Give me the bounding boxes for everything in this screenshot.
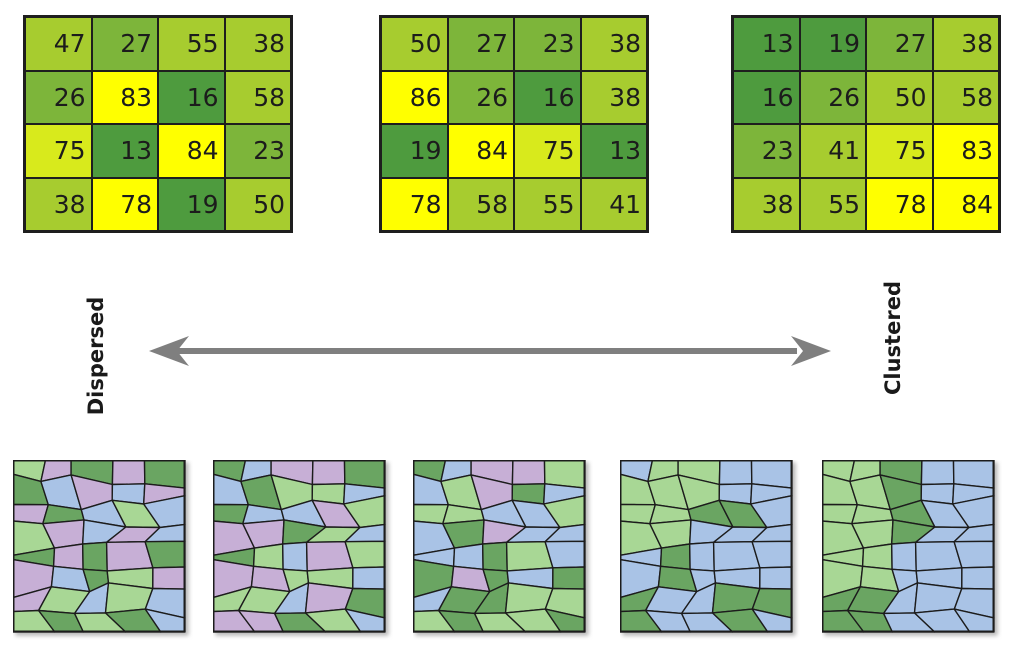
grid-cell: 19	[799, 17, 866, 71]
grid-cell: 50	[866, 70, 933, 124]
grid-cell: 50	[381, 17, 448, 71]
grid-cell: 47	[25, 17, 92, 71]
grid-cell: 26	[25, 70, 92, 124]
map-field	[344, 540, 386, 569]
grid-cell: 27	[447, 17, 514, 71]
grid-cell: 38	[580, 70, 647, 124]
grid-cell: 38	[733, 177, 800, 231]
map-field	[452, 543, 484, 571]
grid-cell: 58	[447, 177, 514, 231]
map-field	[311, 460, 346, 486]
map-panel-mostly-clustered	[620, 460, 800, 640]
grid-cell: 16	[158, 70, 225, 124]
grid-cell: 23	[224, 124, 291, 178]
map-field	[152, 566, 186, 590]
grid-cell: 38	[224, 17, 291, 71]
map-field	[751, 540, 793, 569]
map-field	[511, 460, 546, 486]
map-panel-random	[413, 460, 593, 640]
map-field	[252, 543, 284, 571]
map-svg	[13, 460, 186, 633]
map-field	[281, 541, 308, 572]
clustered-label: Clustered	[881, 281, 905, 395]
grid-cell: 55	[158, 17, 225, 71]
grid-cell: 23	[733, 124, 800, 178]
grid-cell: 38	[932, 17, 999, 71]
map-field	[920, 460, 955, 486]
grid-cell: 86	[381, 70, 448, 124]
grid-cell: 13	[733, 17, 800, 71]
grid-cell: 41	[580, 177, 647, 231]
map-field	[111, 460, 146, 486]
grid-cell: 26	[447, 70, 514, 124]
map-frame	[13, 460, 186, 633]
map-panel-mostly-dispersed	[213, 460, 393, 640]
map-field	[890, 541, 917, 572]
map-field	[759, 566, 793, 590]
grid-cell: 75	[866, 124, 933, 178]
map-field	[352, 566, 386, 590]
map-field	[659, 543, 691, 571]
map-panel-dispersed	[13, 460, 193, 640]
map-field	[81, 541, 108, 572]
map-frame	[213, 460, 386, 633]
grid-cell: 78	[866, 177, 933, 231]
grid-cell: 58	[224, 70, 291, 124]
map-frame	[822, 460, 995, 633]
grid-cell: 84	[158, 124, 225, 178]
map-field	[52, 543, 84, 571]
grid-cell: 13	[91, 124, 158, 178]
map-field	[552, 566, 586, 590]
grid-cell: 84	[932, 177, 999, 231]
map-field	[144, 540, 186, 569]
grid-cell: 83	[932, 124, 999, 178]
grid-cell: 19	[158, 177, 225, 231]
grid-cell: 26	[799, 70, 866, 124]
map-frame	[620, 460, 793, 633]
grid-cell: 75	[514, 124, 581, 178]
grid-cell: 16	[514, 70, 581, 124]
grid-cell: 16	[733, 70, 800, 124]
map-frame	[413, 460, 586, 633]
map-field	[481, 541, 508, 572]
grid-cell: 75	[25, 124, 92, 178]
map-field	[953, 540, 995, 569]
dispersed-label: Dispersed	[84, 296, 108, 416]
grid-cell: 78	[91, 177, 158, 231]
map-panel-clustered	[822, 460, 1002, 640]
map-field	[961, 566, 995, 590]
grid-cell: 83	[91, 70, 158, 124]
map-field	[718, 460, 753, 486]
grid-cell: 50	[224, 177, 291, 231]
arrow-head-left	[149, 336, 189, 366]
grid-cell: 38	[25, 177, 92, 231]
grid-cell: 78	[381, 177, 448, 231]
grid-cell: 27	[91, 17, 158, 71]
map-svg	[413, 460, 586, 633]
spectrum-arrow	[149, 336, 831, 366]
grid-cell: 84	[447, 124, 514, 178]
grid-cell: 13	[580, 124, 647, 178]
grid-cell: 41	[799, 124, 866, 178]
map-field	[544, 540, 586, 569]
grid-cell: 27	[866, 17, 933, 71]
grid-cell: 55	[514, 177, 581, 231]
grid-cell: 55	[799, 177, 866, 231]
map-svg	[620, 460, 793, 633]
map-field	[861, 543, 893, 571]
grid-cell: 58	[932, 70, 999, 124]
map-svg	[213, 460, 386, 633]
grid-cell: 23	[514, 17, 581, 71]
grid-cell: 19	[381, 124, 448, 178]
map-field	[688, 541, 715, 572]
map-svg	[822, 460, 995, 633]
arrow-head-right	[791, 336, 831, 366]
grid-cell: 38	[580, 17, 647, 71]
